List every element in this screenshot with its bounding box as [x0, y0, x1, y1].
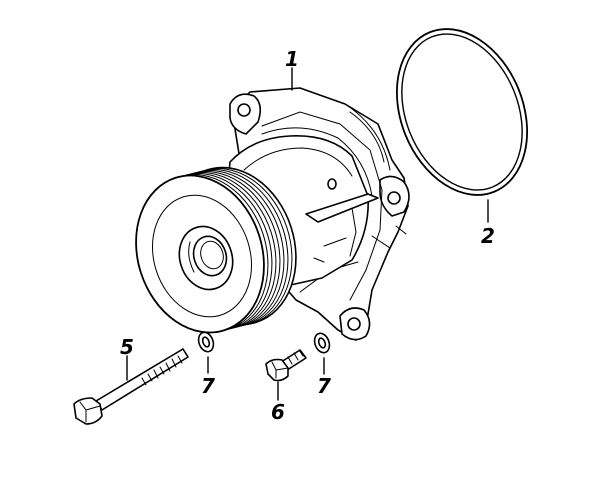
leader-lines [126, 67, 489, 401]
washer-right [313, 332, 331, 354]
callout-6: 6 [271, 400, 285, 424]
callout-7-right: 7 [317, 374, 331, 398]
callout-5: 5 [120, 335, 134, 359]
short-bolt [265, 349, 307, 382]
washer-left [197, 331, 215, 353]
gasket-ring [396, 28, 528, 196]
callout-7-left: 7 [201, 374, 215, 398]
callout-1: 1 [285, 47, 299, 71]
callout-2: 2 [481, 224, 495, 248]
long-bolt [73, 348, 189, 425]
pump-pulley [135, 166, 297, 334]
